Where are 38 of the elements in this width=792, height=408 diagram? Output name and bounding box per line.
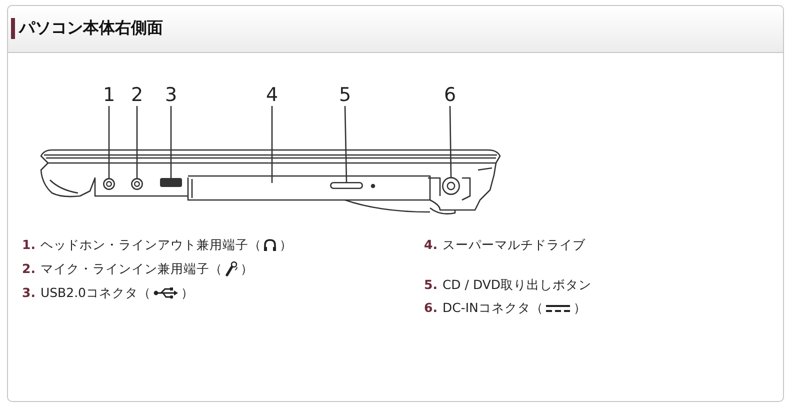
callout-number: 3 bbox=[163, 85, 179, 105]
list-number: 1. bbox=[22, 236, 36, 254]
callout-number: 6 bbox=[442, 85, 458, 105]
parenthesis: （ bbox=[530, 299, 544, 317]
parenthesis: ） bbox=[240, 260, 254, 278]
audio-jack bbox=[103, 178, 115, 190]
leader-line bbox=[271, 106, 273, 183]
callout-number: 4 bbox=[264, 85, 280, 105]
callout-number: 2 bbox=[129, 85, 145, 105]
leader-line bbox=[170, 106, 172, 178]
list-item-text: ヘッドホン・ラインアウト兼用端子 bbox=[40, 236, 248, 254]
parenthesis: ） bbox=[573, 299, 586, 317]
eject-button bbox=[330, 182, 363, 189]
parenthesis: （ bbox=[209, 260, 222, 278]
dc-jack bbox=[442, 177, 460, 195]
usb-port bbox=[160, 178, 182, 187]
parenthesis: ） bbox=[279, 236, 292, 254]
leader-line bbox=[136, 106, 138, 178]
list-item-text: DC-INコネクタ bbox=[442, 299, 530, 317]
leader-line bbox=[344, 106, 348, 182]
leader-line bbox=[449, 106, 452, 177]
list-number: 6. bbox=[424, 299, 438, 317]
list-item-text: マイク・ラインイン兼用端子 bbox=[40, 260, 210, 278]
parenthesis: （ bbox=[138, 284, 151, 302]
audio-jack bbox=[131, 178, 143, 190]
list-number: 4. bbox=[424, 236, 438, 254]
list-item-text: スーパーマルチドライブ bbox=[442, 236, 586, 254]
list-number: 2. bbox=[22, 260, 36, 278]
list-number: 5. bbox=[424, 276, 438, 294]
title: パソコン本体右側面 bbox=[19, 17, 163, 39]
list-number: 3. bbox=[22, 284, 36, 302]
parenthesis: ） bbox=[181, 284, 194, 302]
list-item-text: CD / DVD取り出しボタン bbox=[442, 276, 592, 294]
list-item-text: USB2.0コネクタ bbox=[40, 284, 138, 302]
callout-number: 1 bbox=[101, 85, 117, 105]
parenthesis: （ bbox=[248, 236, 262, 254]
callout-number: 5 bbox=[337, 85, 353, 105]
leader-line bbox=[108, 106, 110, 178]
